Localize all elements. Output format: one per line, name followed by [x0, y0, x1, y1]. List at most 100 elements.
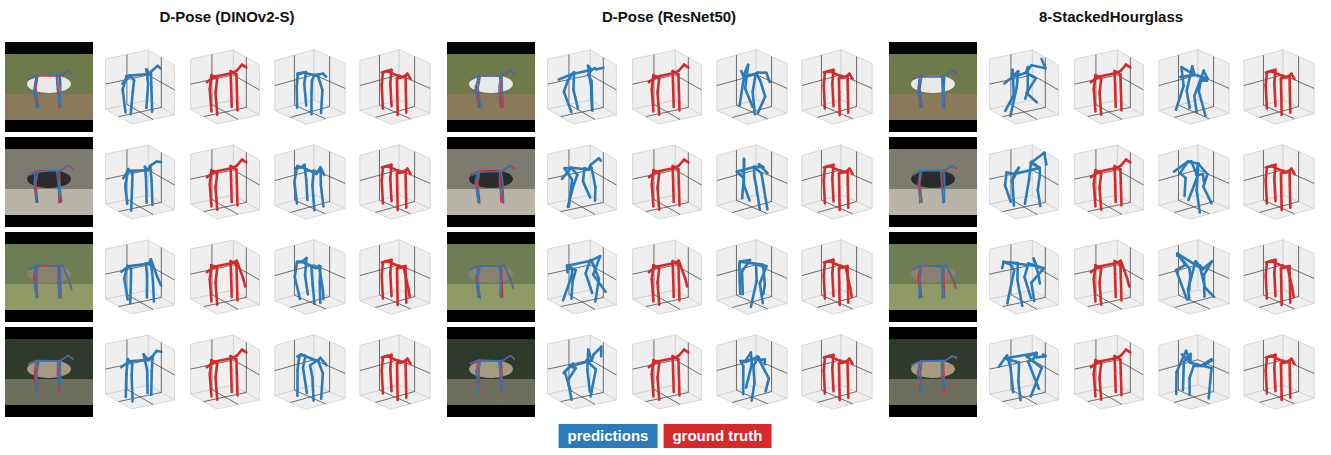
- skeleton-bone: [590, 87, 593, 109]
- photo-background: [447, 339, 535, 379]
- skeleton-bone: [1203, 366, 1212, 368]
- skeleton-bone: [652, 170, 654, 184]
- grid-line: [1283, 75, 1314, 89]
- overlay-bone: [501, 265, 505, 266]
- axis-pane: [802, 240, 841, 301]
- overlay-bone: [919, 182, 921, 204]
- skeleton-bone: [678, 373, 681, 395]
- skeleton-bone: [1266, 72, 1267, 85]
- skeleton-bone: [1280, 377, 1283, 400]
- overlay-bone: [56, 362, 58, 374]
- overlay-bone: [58, 183, 60, 203]
- skeleton-bone: [846, 76, 849, 90]
- skeleton-bone: [829, 261, 843, 267]
- skeleton-bone: [408, 288, 410, 297]
- skeleton-bone: [564, 92, 571, 112]
- overlay-bone: [943, 183, 945, 203]
- axis-pane: [841, 50, 872, 114]
- overlay-bone: [509, 70, 514, 75]
- skeleton-bone: [832, 273, 833, 296]
- skeleton-bone: [1100, 173, 1102, 187]
- skeleton-bone: [658, 173, 660, 187]
- skeleton-bone: [1289, 185, 1292, 208]
- photo-ground: [889, 189, 977, 215]
- overlay-bone: [504, 265, 511, 282]
- skeleton-bone: [321, 90, 322, 113]
- animal-body: [911, 170, 955, 188]
- photo-frame: [889, 137, 977, 227]
- skeleton-bone: [824, 357, 825, 370]
- overlay-bone: [479, 360, 501, 361]
- axis-pane: [717, 240, 756, 301]
- overlay-bone: [33, 279, 36, 298]
- skeleton-bone: [766, 378, 769, 391]
- overlay-bone: [503, 70, 509, 74]
- skeleton-bone: [1280, 78, 1283, 92]
- overlay-bone: [479, 265, 501, 266]
- overlay-bone: [914, 171, 920, 176]
- skeleton-bone: [306, 180, 307, 200]
- overlay-bone: [69, 71, 73, 74]
- skeleton-bone: [303, 367, 307, 393]
- skeleton-bone: [591, 369, 596, 396]
- skeleton-bone: [1113, 261, 1116, 275]
- skeleton-bone: [594, 347, 602, 355]
- grid-line: [717, 170, 756, 181]
- axis-pane: [1159, 50, 1198, 111]
- skeleton-bone: [320, 358, 326, 365]
- skeleton-bone: [396, 187, 399, 210]
- axis-pane: [633, 240, 676, 299]
- skeleton-bone: [1187, 66, 1193, 91]
- overlay-bone: [63, 355, 69, 359]
- axis-pane: [148, 145, 174, 210]
- overlay-bone: [941, 76, 943, 88]
- skeleton-bone: [1094, 89, 1096, 111]
- skeleton-bone: [1005, 95, 1014, 111]
- axis-pane: [717, 145, 756, 206]
- overlay-bone: [921, 360, 943, 361]
- skeleton-bone: [847, 90, 850, 113]
- skeleton-bone: [1271, 261, 1285, 267]
- axis-pane: [191, 145, 234, 204]
- skeleton-bone: [1204, 261, 1212, 275]
- overlay-bone: [947, 70, 953, 74]
- axis-pane: [399, 335, 430, 399]
- overlay-bone: [499, 76, 501, 88]
- skeleton-bone: [1004, 262, 1037, 266]
- skeleton-bone: [678, 278, 681, 300]
- skeleton-bone: [1288, 266, 1291, 280]
- overlay-bone: [941, 267, 943, 278]
- result-row: [889, 232, 1314, 322]
- overlay-bone: [33, 266, 35, 279]
- grid-line: [590, 75, 616, 90]
- overlay-bone: [35, 373, 36, 394]
- photo-ground: [5, 189, 93, 215]
- axis-pane: [275, 50, 314, 111]
- skeleton-bone: [124, 279, 127, 300]
- skeleton-bone: [1120, 278, 1123, 300]
- skeleton-bone: [838, 282, 841, 305]
- result-row: [5, 137, 430, 227]
- skeleton-bone: [216, 283, 218, 305]
- skeleton-bone: [1184, 354, 1191, 362]
- skeleton-bone: [1005, 77, 1013, 83]
- overlay-bone: [38, 265, 58, 267]
- skeleton-bone: [838, 92, 841, 115]
- overlay-bone: [941, 171, 943, 183]
- overlay-bone: [911, 361, 922, 365]
- skeleton-bone: [1274, 178, 1275, 201]
- axis-pane: [1117, 240, 1143, 305]
- axis-pane: [675, 145, 701, 210]
- axis-pane: [314, 145, 345, 209]
- skeleton-bone: [1016, 263, 1019, 280]
- axis-pane: [756, 240, 787, 304]
- overlay-bone: [475, 266, 479, 278]
- axis-pane: [1032, 145, 1058, 210]
- legend-swatch: predictions: [559, 424, 658, 448]
- skeleton-bone: [742, 366, 745, 394]
- skeleton-bone: [124, 374, 127, 397]
- skeleton-bone: [1210, 368, 1211, 383]
- skeleton-bone: [757, 356, 769, 378]
- overlay-bone: [475, 88, 479, 107]
- skeleton-bone: [1266, 357, 1267, 370]
